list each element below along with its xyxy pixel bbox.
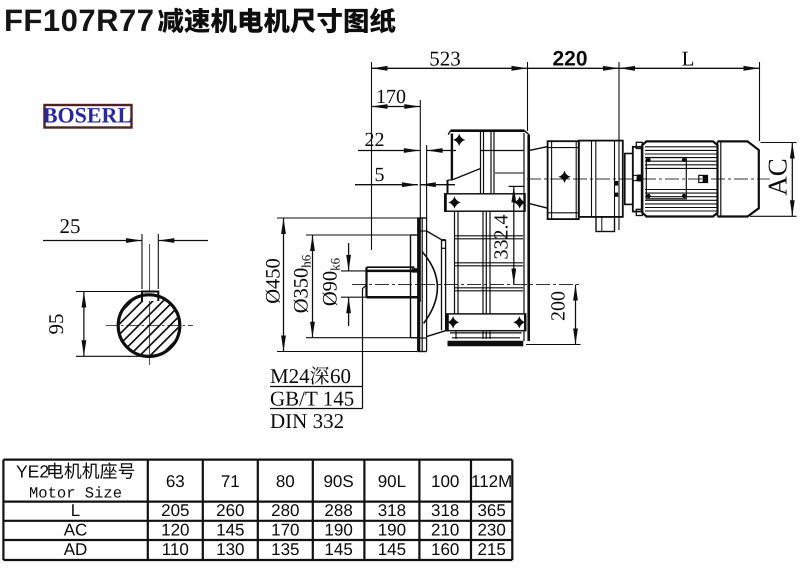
svg-text:160: 160 (431, 540, 459, 559)
svg-text:365: 365 (477, 501, 505, 520)
svg-text:5: 5 (375, 164, 385, 186)
svg-text:120: 120 (161, 520, 189, 539)
svg-text:GB/T 145: GB/T 145 (270, 387, 354, 411)
svg-text:200: 200 (548, 291, 570, 321)
svg-text:170: 170 (271, 520, 299, 539)
svg-text:280: 280 (271, 501, 299, 520)
svg-text:215: 215 (477, 540, 505, 559)
svg-text:523: 523 (429, 47, 461, 71)
svg-text:90S: 90S (323, 472, 353, 491)
svg-text:Ø450: Ø450 (263, 258, 285, 304)
svg-text:YE2: YE2 (16, 462, 49, 482)
svg-text:BOSERL: BOSERL (43, 103, 132, 128)
svg-text:71: 71 (221, 472, 240, 491)
svg-text:25: 25 (60, 214, 81, 238)
svg-text:AC: AC (763, 158, 793, 196)
svg-text:145: 145 (378, 540, 406, 559)
svg-text:60: 60 (330, 364, 351, 388)
svg-text:80: 80 (276, 472, 295, 491)
svg-text:318: 318 (378, 501, 406, 520)
svg-text:130: 130 (216, 540, 244, 559)
svg-text:332.4: 332.4 (491, 215, 513, 260)
svg-text:Ø350h6: Ø350h6 (291, 254, 314, 313)
svg-text:190: 190 (324, 520, 352, 539)
svg-text:110: 110 (162, 540, 189, 559)
svg-text:288: 288 (324, 501, 352, 520)
svg-text:90L: 90L (378, 472, 406, 491)
svg-text:L: L (682, 47, 695, 71)
svg-text:FF107R77: FF107R77 (4, 3, 154, 38)
svg-text:22: 22 (365, 129, 385, 151)
svg-text:AC: AC (64, 520, 88, 539)
svg-text:100: 100 (431, 472, 459, 491)
svg-text:L: L (71, 501, 80, 520)
svg-text:DIN 332: DIN 332 (270, 409, 344, 433)
svg-text:135: 135 (271, 540, 299, 559)
svg-text:210: 210 (431, 520, 459, 539)
svg-text:318: 318 (431, 501, 459, 520)
svg-text:230: 230 (477, 520, 505, 539)
svg-text:M24: M24 (270, 364, 310, 388)
svg-text:190: 190 (378, 520, 406, 539)
svg-text:63: 63 (166, 472, 185, 491)
svg-text:AD: AD (64, 540, 88, 559)
svg-text:145: 145 (324, 540, 352, 559)
svg-text:Motor Size: Motor Size (29, 485, 122, 503)
svg-text:112M: 112M (471, 472, 512, 491)
svg-text:170: 170 (376, 86, 406, 108)
svg-text:260: 260 (216, 501, 244, 520)
svg-text:205: 205 (161, 501, 189, 520)
svg-text:145: 145 (216, 520, 244, 539)
svg-text:95: 95 (44, 314, 68, 335)
svg-text:220: 220 (552, 48, 587, 71)
